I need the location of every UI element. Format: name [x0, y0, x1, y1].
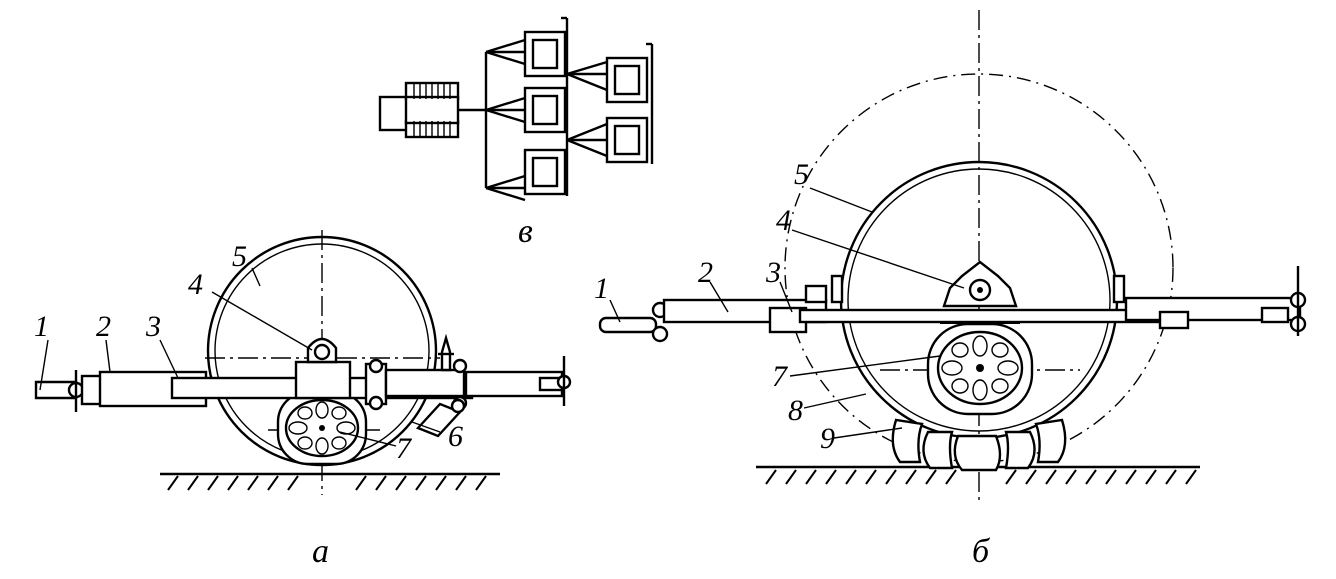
callout-a-1: 1	[34, 310, 49, 343]
figure-v-plan-view	[378, 16, 654, 202]
callout-a-4: 4	[188, 268, 203, 301]
callout-b-2: 2	[698, 256, 713, 289]
frame-b	[598, 260, 1307, 343]
callout-a-3: 3	[145, 310, 161, 343]
callout-a-5: 5	[232, 240, 247, 273]
callout-b-8: 8	[788, 394, 803, 427]
figure-a-side-view	[34, 230, 572, 495]
transport-wheel-a	[276, 390, 368, 466]
row-1-rollers	[523, 16, 569, 196]
leaders-b	[609, 187, 965, 439]
callout-b-9: 9	[820, 422, 835, 455]
callout-a-2: 2	[96, 310, 111, 343]
frame-a	[34, 333, 572, 438]
figure-b-side-view	[598, 10, 1307, 500]
leaders-a	[39, 267, 441, 447]
callout-b-5: 5	[794, 158, 809, 191]
caption-a: а	[312, 533, 329, 570]
callout-a-6: 6	[448, 420, 463, 453]
callout-b-3: 3	[765, 256, 781, 289]
row-2-hitch	[566, 60, 608, 158]
tractor-plan	[378, 81, 460, 139]
ground-shoes-b	[891, 418, 1067, 472]
callout-b-7: 7	[772, 360, 789, 393]
hitch-frame	[458, 38, 526, 202]
caption-v: в	[518, 213, 533, 250]
callouts-b: 1 2 3 4 5 7 8 9	[594, 158, 835, 455]
ground-a	[160, 472, 500, 491]
callouts-a: 1 2 3 4 5 6 7	[34, 240, 463, 465]
transport-wheel-b	[926, 318, 1034, 416]
callout-b-1: 1	[594, 272, 609, 305]
callout-a-7: 7	[396, 432, 413, 465]
callout-b-4: 4	[776, 204, 791, 237]
row-2-rollers	[605, 42, 654, 164]
caption-b: б	[972, 533, 991, 570]
